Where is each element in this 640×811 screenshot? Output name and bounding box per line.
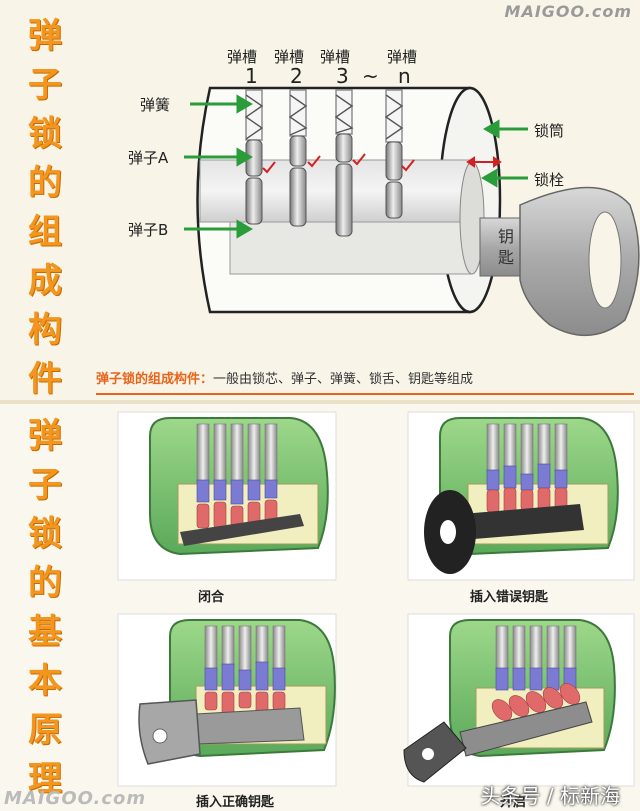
slot-number: n xyxy=(398,64,411,88)
title-char: 原 xyxy=(28,710,62,750)
label-key: 钥匙 xyxy=(497,227,514,267)
state-label-wrong-key: 插入错误钥匙 xyxy=(470,590,549,605)
title-char: 件 xyxy=(28,359,62,399)
title-char: 的 xyxy=(28,563,62,603)
title-char: 锁 xyxy=(28,514,62,554)
title-char: 基 xyxy=(28,612,62,652)
slot-label-n: 弹槽 xyxy=(387,48,418,66)
label-pin-b: 弹子B xyxy=(128,221,169,239)
title-char: 弹 xyxy=(28,416,62,456)
title-char: 的 xyxy=(28,163,62,203)
slot-number: 3 xyxy=(336,64,349,88)
label-cylinder: 锁筒 xyxy=(534,122,565,140)
source-footer: 头条号 / 标新海 xyxy=(480,784,620,808)
title-char: 本 xyxy=(28,661,62,701)
state-label-correct-key: 插入正确钥匙 xyxy=(196,795,275,810)
label-bolt: 锁栓 xyxy=(534,171,565,189)
caption-text: 一般由锁芯、弹子、弹簧、锁舌、钥匙等组成 xyxy=(213,372,474,387)
components-vertical-title: 弹 子 锁 的 组 成 构 件 xyxy=(0,12,90,404)
slot-label-2: 弹槽 xyxy=(274,48,305,66)
label-spring: 弹簧 xyxy=(140,96,171,114)
caption-underline xyxy=(96,393,634,395)
state-correct-key-illustration xyxy=(117,613,337,787)
slot-number: ~ xyxy=(362,64,379,88)
pointer-arrows xyxy=(184,94,528,239)
label-pin-a: 弹子A xyxy=(128,149,169,167)
key-shape xyxy=(479,186,640,336)
watermark-bottom: MAIGOO.com xyxy=(4,788,147,809)
title-char: 成 xyxy=(28,261,62,301)
title-char: 组 xyxy=(28,212,62,252)
principle-vertical-title: 弹 子 锁 的 基 本 原 理 xyxy=(0,412,90,804)
title-char: 理 xyxy=(28,759,62,799)
title-char: 子 xyxy=(28,465,62,505)
state-open-illustration xyxy=(403,613,635,787)
slot-label-1: 弹槽 xyxy=(227,48,258,66)
slot-number: 2 xyxy=(290,64,303,88)
state-closed-illustration xyxy=(117,411,337,581)
slot-number: 1 xyxy=(245,64,258,88)
watermark-top: MAIGOO.com xyxy=(504,2,632,21)
caption-highlight: 弹子锁的组成构件： xyxy=(96,372,214,387)
components-panel: 弹 子 锁 的 组 成 构 件 MAIGOO.com xyxy=(0,0,640,400)
title-char: 弹 xyxy=(28,16,62,56)
state-wrong-key-illustration xyxy=(407,411,635,581)
components-caption: 弹子锁的组成构件：一般由锁芯、弹子、弹簧、锁舌、钥匙等组成 xyxy=(96,368,473,387)
slot-label-3: 弹槽 xyxy=(320,48,351,66)
lock-states-illustration xyxy=(117,411,635,787)
state-label-open: 开启 xyxy=(500,795,527,810)
title-char: 构 xyxy=(28,310,62,350)
pins xyxy=(245,133,403,237)
gap-arrow xyxy=(466,156,502,168)
lock-cylinder-diagram xyxy=(184,86,640,336)
title-char: 锁 xyxy=(28,114,62,154)
state-label-closed: 闭合 xyxy=(198,590,225,605)
principle-panel: 弹 子 锁 的 基 本 原 理 xyxy=(0,404,640,811)
title-char: 子 xyxy=(28,65,62,105)
panel-divider xyxy=(0,400,640,404)
check-marks xyxy=(262,153,415,174)
